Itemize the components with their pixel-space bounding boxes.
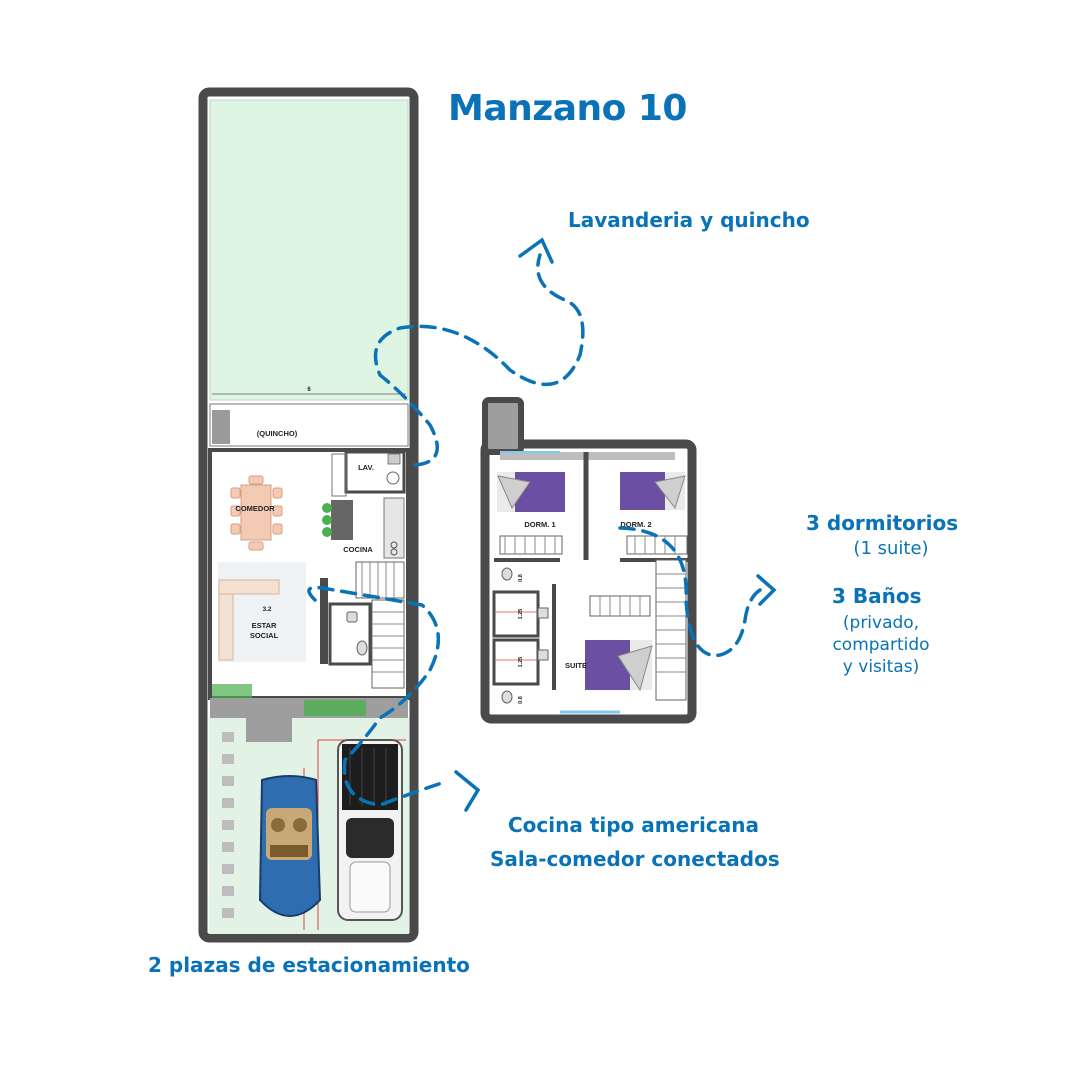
callout-parking: 2 plazas de estacionamiento	[148, 953, 470, 977]
quincho-label: (QUINCHO)	[257, 429, 298, 438]
quincho-area	[209, 403, 409, 447]
arrow-kitchen-head	[454, 770, 481, 812]
arrow-kitchen	[307, 585, 447, 807]
callout-laundry: Lavanderia y quincho	[568, 208, 810, 232]
convertible-car	[258, 775, 322, 917]
callout-bath-detail-1: (privado,	[842, 613, 920, 633]
upper-chimney	[482, 397, 524, 455]
dining-label: COMEDOR	[235, 504, 275, 513]
ground-stairs	[355, 561, 405, 689]
arrow-laundry-head	[518, 237, 554, 264]
living-sofa	[218, 562, 306, 662]
laundry-label: LAV.	[358, 463, 374, 472]
upper-floor-plan: DORM. 1 DORM. 2	[480, 397, 697, 724]
callout-kitchen-2: Sala-comedor conectados	[490, 847, 780, 871]
dining-table	[230, 475, 283, 551]
callout-bath-detail-3: y visitas)	[842, 657, 920, 677]
dim-a: 0.8	[518, 574, 524, 582]
quincho-grill	[212, 410, 230, 444]
bedroom2-label: DORM. 2	[620, 520, 651, 529]
paving-stones	[222, 732, 234, 918]
suite-label: SUITE	[565, 661, 587, 670]
callout-bedrooms: 3 dormitorios	[806, 511, 959, 535]
callout-bath-detail-2: compartido	[832, 635, 930, 655]
yard-dimension: 6	[307, 387, 311, 393]
bed-dormitory-1	[497, 472, 565, 555]
bed-suite	[585, 595, 653, 692]
callout-suite: (1 suite)	[853, 538, 929, 559]
kitchen-label: COCINA	[343, 545, 373, 554]
arrow-bedrooms	[618, 526, 762, 658]
dim-b: 1.25	[518, 609, 524, 620]
pickup-truck	[337, 739, 403, 921]
callout-kitchen-1: Cocina tipo americana	[508, 813, 759, 837]
kitchen-area	[322, 453, 405, 559]
bedroom1-label: DORM. 1	[524, 520, 555, 529]
arrow-bedrooms-head	[756, 574, 777, 606]
arrow-laundry	[373, 253, 585, 467]
living-dimension: 3.2	[262, 606, 271, 613]
callout-bathrooms: 3 Baños	[832, 584, 922, 608]
dim-c: 1.25	[518, 657, 524, 668]
living-label-1: ESTAR	[252, 621, 277, 630]
dashed-arrows	[307, 237, 777, 812]
bathrooms-column	[492, 567, 549, 704]
dim-d: 0.8	[518, 696, 524, 704]
back-yard	[209, 99, 409, 401]
bed-dormitory-2	[620, 472, 688, 555]
page-title: Manzano 10	[448, 88, 687, 129]
ground-floor-plan: 6 (QUINCHO) LAV. COMEDOR	[198, 87, 419, 943]
living-label-2: SOCIAL	[250, 631, 279, 640]
upper-stairs	[655, 559, 687, 701]
